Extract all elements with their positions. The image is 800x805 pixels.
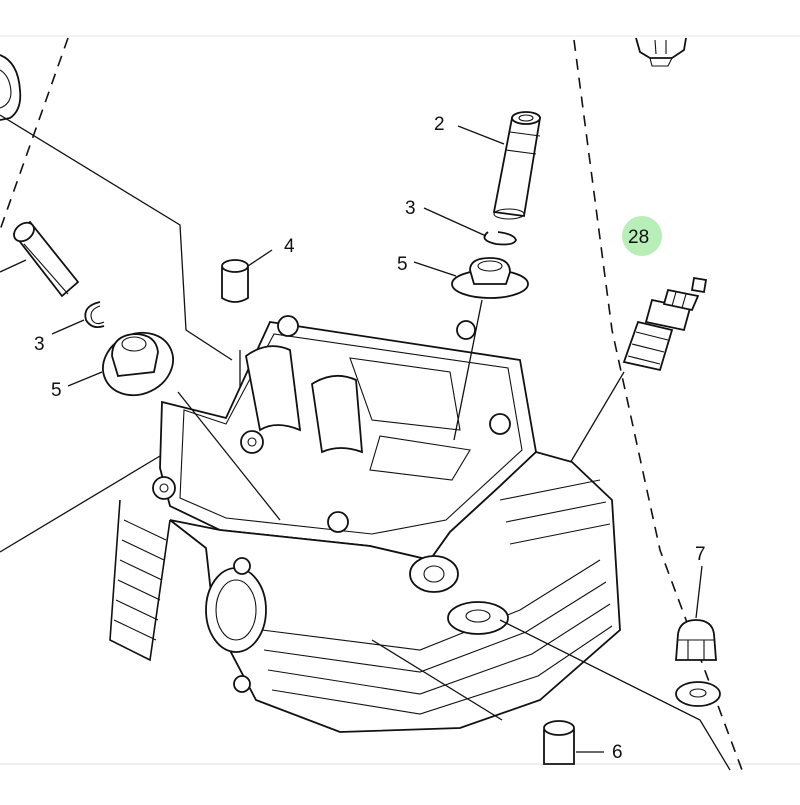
partial-part-left	[0, 54, 22, 121]
spring-seat-5-left	[102, 331, 174, 397]
callout-3-left: 3	[34, 334, 45, 355]
washer	[675, 681, 721, 707]
spark-plug-28	[439, 276, 708, 571]
valve-guide-left	[0, 220, 80, 298]
callout-28: 28	[628, 227, 649, 248]
valve-guide-2	[492, 111, 542, 220]
callout-5-left: 5	[51, 380, 62, 401]
highlight-marker	[622, 216, 662, 256]
callout-3-right: 3	[405, 198, 416, 219]
circlip-3-right	[483, 231, 517, 246]
callout-7: 7	[695, 544, 706, 565]
acorn-nut-7	[675, 619, 717, 661]
callout-4: 4	[284, 236, 295, 257]
cylinder-head	[109, 315, 621, 733]
callout-6: 6	[612, 742, 623, 763]
spring-seat-5-right	[451, 257, 529, 299]
leader-lines	[0, 125, 731, 771]
nut-partial-top	[635, 37, 687, 67]
circlip-3-left	[84, 301, 105, 329]
callout-5-right: 5	[397, 254, 408, 275]
callout-2: 2	[434, 114, 445, 135]
dowel-pin-6	[543, 720, 575, 765]
